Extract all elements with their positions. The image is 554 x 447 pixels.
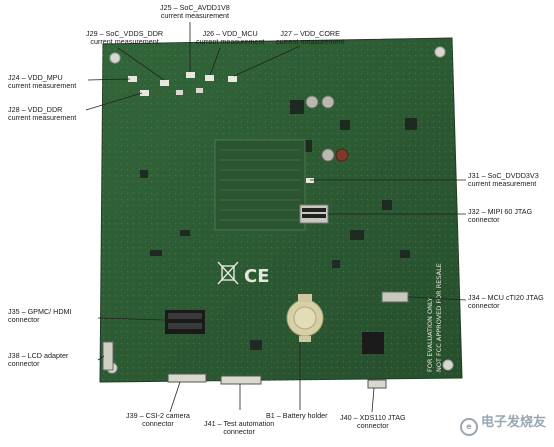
battery-holder bbox=[286, 294, 324, 342]
jumper-j25 bbox=[186, 72, 195, 78]
jumper-j26 bbox=[205, 75, 214, 81]
j38-connector bbox=[102, 341, 114, 371]
capacitor bbox=[321, 148, 335, 162]
jumper-j28 bbox=[140, 90, 149, 96]
jumper-j27 bbox=[228, 76, 237, 82]
weee-icon bbox=[217, 261, 239, 285]
soc-footprint bbox=[214, 139, 306, 231]
leader-lines bbox=[85, 22, 467, 413]
j31-jumper bbox=[306, 178, 314, 183]
capacitor bbox=[321, 95, 335, 109]
ce-mark: CE bbox=[244, 266, 270, 287]
silkscreen-line-2: NOT FCC APPROVED FOR RESALE bbox=[435, 263, 443, 372]
j34-connector bbox=[381, 291, 409, 303]
xds110-chip bbox=[362, 332, 384, 354]
j39-connector bbox=[167, 373, 207, 383]
label-b1: B1 – Battery holder bbox=[266, 411, 328, 420]
capacitor bbox=[305, 95, 319, 109]
capacitor bbox=[335, 148, 349, 162]
mount-hole bbox=[434, 46, 446, 58]
jumper-j29 bbox=[160, 80, 169, 86]
silkscreen-line-1: FOR EVALUATION ONLY bbox=[426, 297, 434, 372]
j41-connector bbox=[220, 375, 262, 385]
watermark-logo-icon: e bbox=[459, 418, 478, 436]
mount-hole bbox=[442, 359, 454, 371]
mount-hole bbox=[109, 52, 121, 64]
jumper-j24 bbox=[128, 76, 137, 82]
j40-connector bbox=[367, 379, 387, 389]
